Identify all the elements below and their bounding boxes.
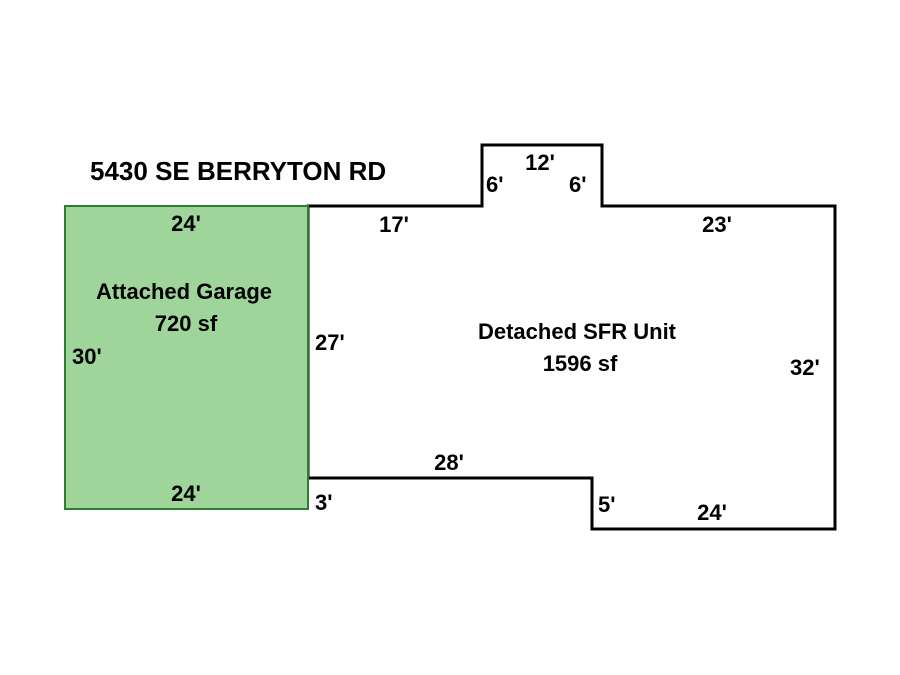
house-dim-bump-right: 6': [569, 172, 586, 197]
garage-area: [64, 205, 309, 510]
garage-dim-bottom: 24': [171, 481, 201, 506]
house-dim-left: 27': [315, 330, 345, 355]
house-dim-bump-top: 12': [525, 150, 555, 175]
house-dim-step: 5': [598, 492, 615, 517]
house-dim-bump-left: 6': [486, 172, 503, 197]
address-title: 5430 SE BERRYTON RD: [90, 156, 386, 186]
house-dim-top-left: 17': [379, 212, 409, 237]
garage-name: Attached Garage: [96, 279, 272, 304]
house-dim-left-lower: 3': [315, 490, 332, 515]
house-area-label: 1596 sf: [543, 351, 618, 376]
house-dim-bottom-left: 28': [434, 450, 464, 475]
garage-dim-top: 24': [171, 211, 201, 236]
garage-area-label: 720 sf: [155, 311, 218, 336]
garage-dim-left: 30': [72, 344, 102, 369]
house-name: Detached SFR Unit: [478, 319, 677, 344]
house-dim-right: 32': [790, 355, 820, 380]
house-dim-top-right: 23': [702, 212, 732, 237]
house-outline: [306, 143, 837, 531]
house-dim-bottom-right: 24': [697, 500, 727, 525]
